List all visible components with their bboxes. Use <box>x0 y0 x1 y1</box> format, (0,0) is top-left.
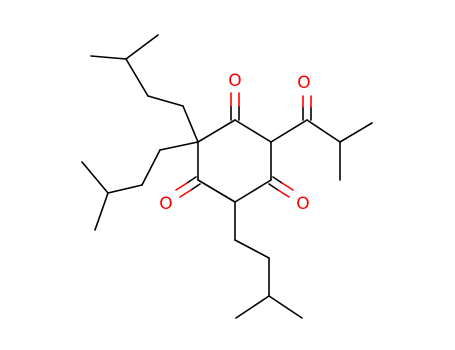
ring-bond <box>234 179 272 203</box>
chain-bond <box>268 295 303 319</box>
bond-network <box>81 34 373 319</box>
carbonyl-bond-oxygen <box>281 182 294 191</box>
chain-bond <box>235 295 270 319</box>
chain-bond <box>125 58 149 97</box>
ring-bond <box>234 119 272 143</box>
oxygen-atom-label-left: O <box>159 194 172 214</box>
oxygen-atom-label-acyl: O <box>297 73 310 93</box>
carbonyl-bond-oxygen <box>179 189 192 198</box>
chain-bond <box>234 239 270 259</box>
oxygen-atom-label-top: O <box>228 71 241 91</box>
chain-bond <box>125 34 159 60</box>
ring-bond <box>197 119 236 143</box>
carbonyl-bond-oxygen <box>277 189 290 198</box>
chain-bond <box>81 161 109 194</box>
chain-bond <box>141 149 161 186</box>
carbonyl-bond-carbon <box>186 176 197 184</box>
chain-bond <box>182 105 199 143</box>
carbonyl-bond-carbon <box>268 183 279 191</box>
ring-bond <box>197 179 236 203</box>
acyl-bond <box>270 119 308 143</box>
acyl-bond <box>306 119 341 143</box>
carbonyl-bond-carbon <box>272 176 283 184</box>
chain-bond <box>159 141 199 151</box>
oxygen-atom-label-right: O <box>296 194 309 214</box>
carbonyl-bond-oxygen <box>175 182 188 191</box>
chain-bond <box>107 184 143 194</box>
chain-bond <box>94 192 109 231</box>
acyl-bond <box>339 122 373 143</box>
chain-bond <box>147 95 184 107</box>
carbonyl-bond-carbon <box>190 183 201 191</box>
chain-bond <box>90 55 127 60</box>
